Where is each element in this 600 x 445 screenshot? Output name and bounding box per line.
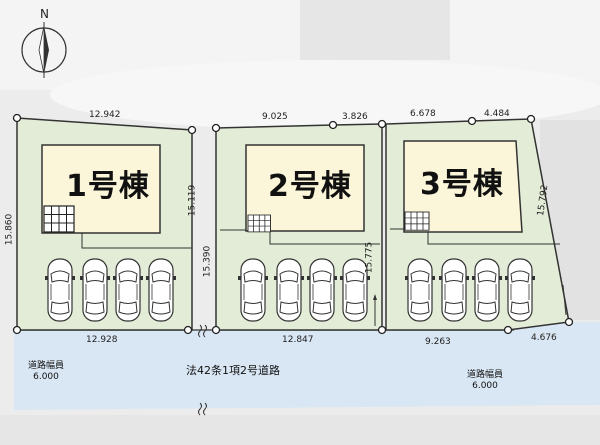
stairs-icon	[43, 205, 75, 233]
house-3	[403, 140, 523, 233]
car-icon	[504, 258, 536, 322]
car-icon	[44, 258, 76, 322]
dim-lot1-right: 15.119	[187, 184, 198, 217]
dim-lot2-top-left: 9.025	[262, 112, 288, 122]
break-marks	[198, 324, 207, 416]
road-name: 法42条1項2号道路	[186, 364, 280, 377]
boundary-markers	[12, 113, 574, 335]
car-icon	[237, 258, 269, 322]
north-arrow-icon	[21, 22, 67, 78]
dim-lot3-bottom: 9.263	[425, 337, 451, 347]
road-width-right-label: 道路幅員	[466, 370, 503, 380]
car-icon	[471, 258, 503, 322]
dim-lot1-bottom: 12.928	[86, 335, 118, 345]
north-label: N	[40, 7, 49, 21]
dim-lot3-corner: 4.676	[531, 333, 557, 343]
car-icon	[79, 258, 111, 322]
dim-lot1-top: 12.942	[89, 110, 121, 120]
dim-lot3-top-right: 4.484	[484, 109, 510, 119]
car-icon	[273, 258, 305, 322]
stairs-icon	[247, 214, 271, 233]
car-icon	[306, 258, 338, 322]
car-icon	[145, 258, 177, 322]
house-3-label: 3号棟	[420, 167, 504, 202]
road-width-right: 道路幅員 6.000	[455, 370, 515, 393]
car-icon	[438, 258, 470, 322]
dim-lot1-left: 15.860	[4, 213, 15, 246]
road-width-left-label: 道路幅員	[27, 361, 64, 371]
road-width-left: 道路幅員 6.000	[16, 361, 76, 384]
road-area	[14, 322, 600, 410]
road-width-right-value: 6.000	[472, 381, 498, 392]
dim-lot2-right: 15.775	[364, 241, 375, 274]
dim-lot2-top-right: 3.826	[342, 112, 368, 122]
dim-lot3-top-left: 6.678	[410, 109, 436, 119]
car-icon	[112, 258, 144, 322]
car-icon	[404, 258, 436, 322]
road-width-left-value: 6.000	[33, 372, 59, 383]
dim-lot2-bottom: 12.847	[282, 335, 314, 345]
stairs-icon	[404, 211, 430, 231]
house-2-label: 2号棟	[268, 169, 352, 204]
dim-lot2-left: 15.390	[202, 245, 213, 278]
house-1-label: 1号棟	[66, 169, 150, 204]
